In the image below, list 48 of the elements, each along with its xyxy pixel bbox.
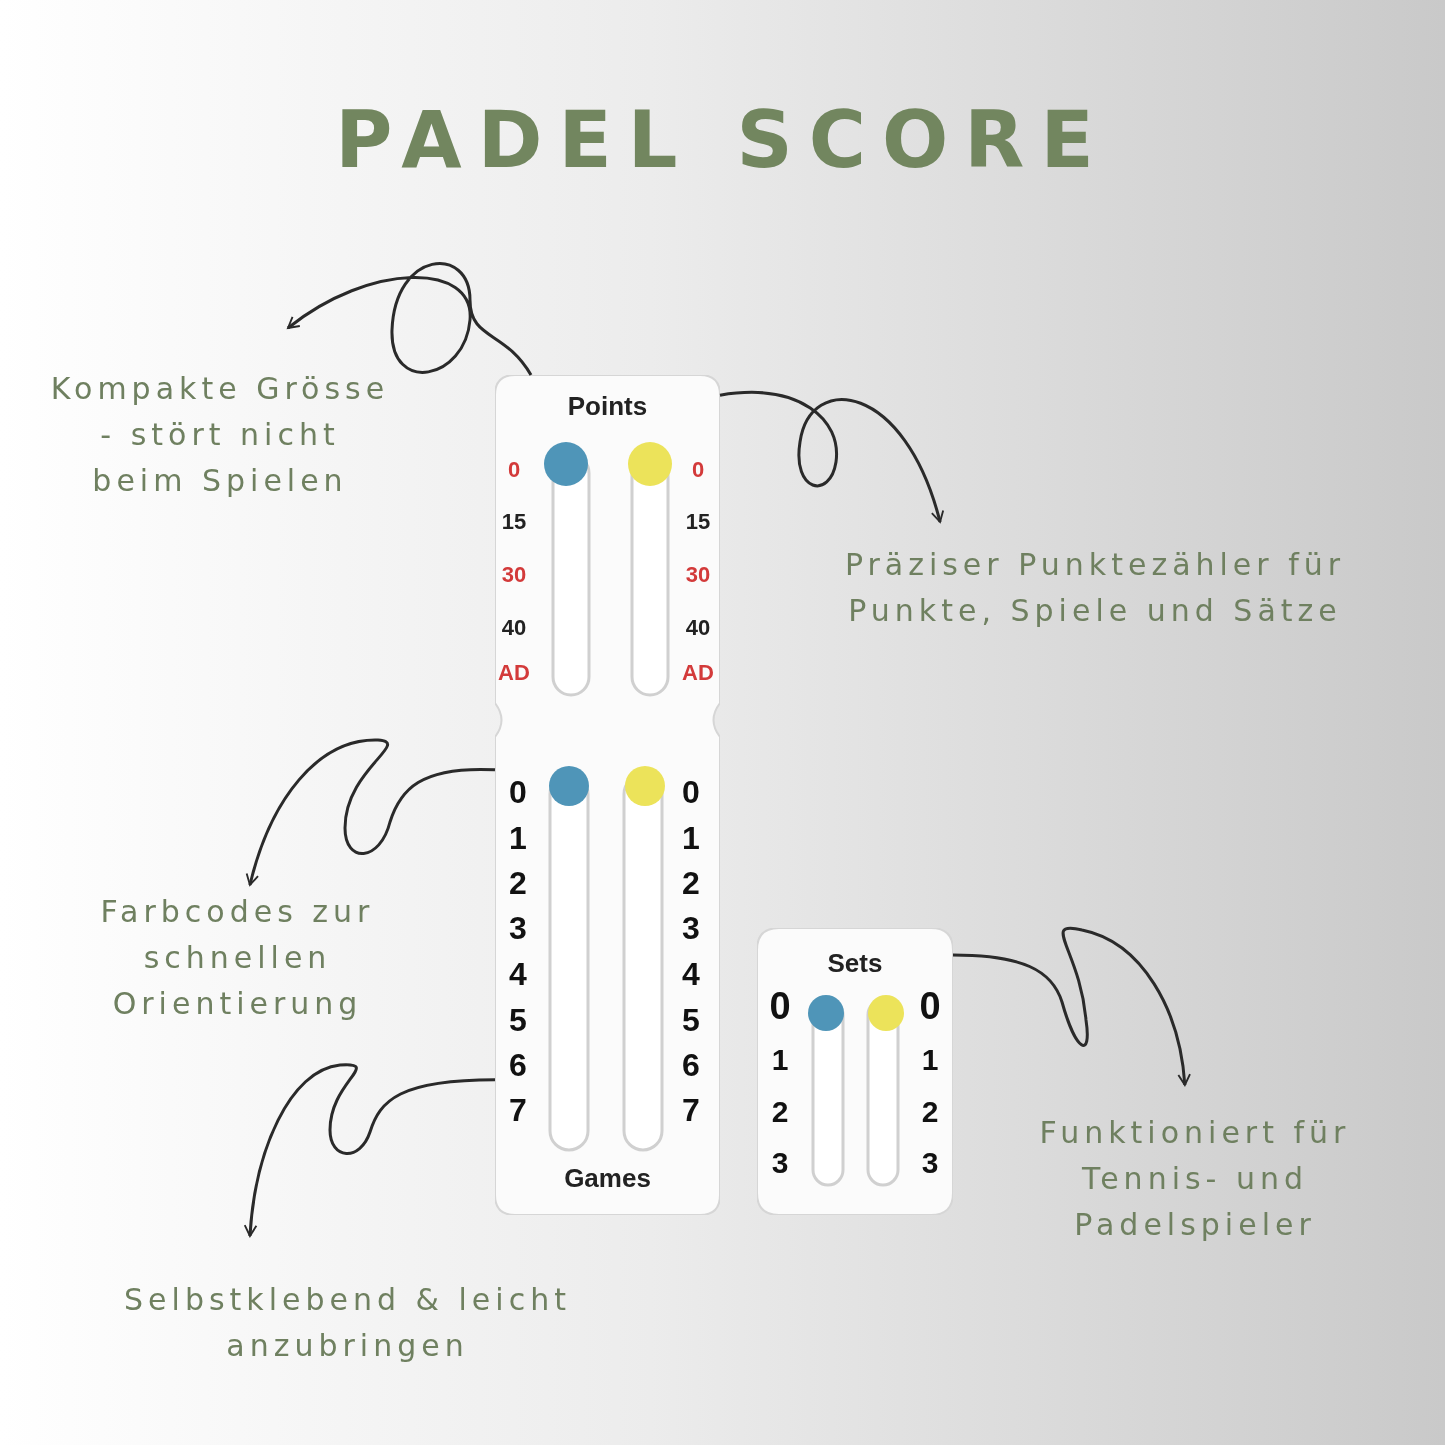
score-number: 40 [501,615,527,641]
score-number: 0 [507,457,521,483]
feature-text: Kompakte Grösse - stört nicht beim Spielen [50,366,390,504]
score-number: 15 [501,509,527,535]
score-number: 0 [509,773,527,811]
board-heading: Games [563,1163,652,1194]
score-number: 1 [682,819,700,857]
score-number: 3 [921,1146,939,1180]
score-number: 3 [509,909,527,947]
score-number: 15 [685,509,711,535]
feature-text: Funktioniert für Tennis- und Padelspieler [1000,1110,1390,1248]
feature-text: Farbcodes zur schnellen Orientierung [60,889,415,1027]
feature-text: Präziser Punktezähler für Punkte, Spiele und Sätze [790,542,1400,634]
curly-arrow [246,738,496,886]
score-number: 2 [509,864,527,902]
score-number: 7 [682,1091,700,1129]
score-number: 5 [509,1001,527,1039]
score-number: 4 [509,955,527,993]
score-number: AD [498,660,530,686]
score-number: 7 [509,1091,527,1129]
feature-text: Selbstklebend & leicht anzubringen [75,1277,620,1369]
score-number: 1 [921,1043,939,1077]
score-number: 2 [921,1095,939,1129]
curly-arrow [244,1063,496,1237]
board-heading: Points [566,391,649,422]
score-number: 1 [771,1043,789,1077]
score-number: 1 [509,819,527,857]
score-number: 6 [682,1046,700,1084]
score-number: 30 [501,562,527,588]
score-number: 0 [691,457,705,483]
curly-arrow [287,262,533,376]
score-number: 30 [685,562,711,588]
score-number: 40 [685,615,711,641]
score-number: 3 [771,1146,789,1180]
curly-arrow [719,391,944,523]
score-number: 0 [919,984,941,1028]
score-number: 6 [509,1046,527,1084]
score-number: 2 [682,864,700,902]
board-heading: Sets [826,948,884,979]
score-number: 0 [769,984,791,1028]
score-number: 5 [682,1001,700,1039]
title: PADEL SCORE [334,95,1111,185]
score-number: 4 [682,955,700,993]
score-number: 2 [771,1095,789,1129]
score-number: 0 [682,773,700,811]
score-number: AD [682,660,714,686]
curly-arrow [952,926,1191,1086]
score-number: 3 [682,909,700,947]
